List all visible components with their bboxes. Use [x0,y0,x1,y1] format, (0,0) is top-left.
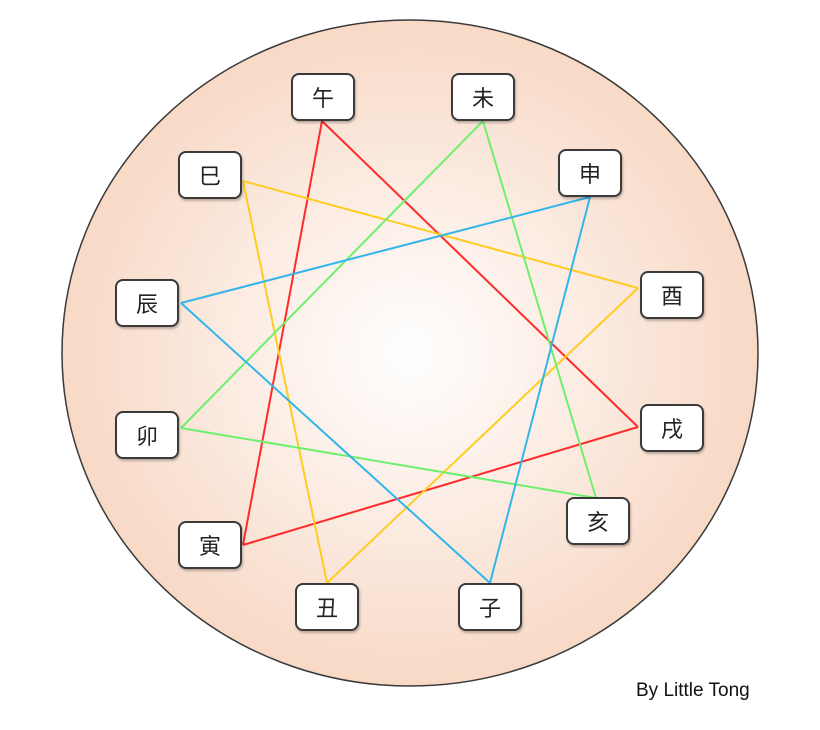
branch-box: 戌 [640,404,704,452]
triad-line [489,196,591,584]
triad-line [242,180,328,584]
triad-line [242,426,639,546]
outer-circle [61,19,759,687]
triad-line [242,180,639,289]
branch-box: 巳 [178,151,242,199]
branch-box: 酉 [640,271,704,319]
branch-box: 亥 [566,497,630,545]
credit-text: By Little Tong [636,680,750,701]
triad-line [180,427,597,499]
triad-line [326,287,639,584]
branch-box: 寅 [178,521,242,569]
triad-line [180,196,591,304]
branch-box: 丑 [295,583,359,631]
triad-line [242,120,323,546]
branch-box: 未 [451,73,515,121]
branch-box: 午 [291,73,355,121]
triad-line [180,302,491,584]
branch-box: 子 [458,583,522,631]
triad-line [321,120,639,428]
triad-line [180,120,484,429]
branch-box: 卯 [115,411,179,459]
branch-box: 辰 [115,279,179,327]
triad-line [482,120,597,499]
branch-box: 申 [558,149,622,197]
